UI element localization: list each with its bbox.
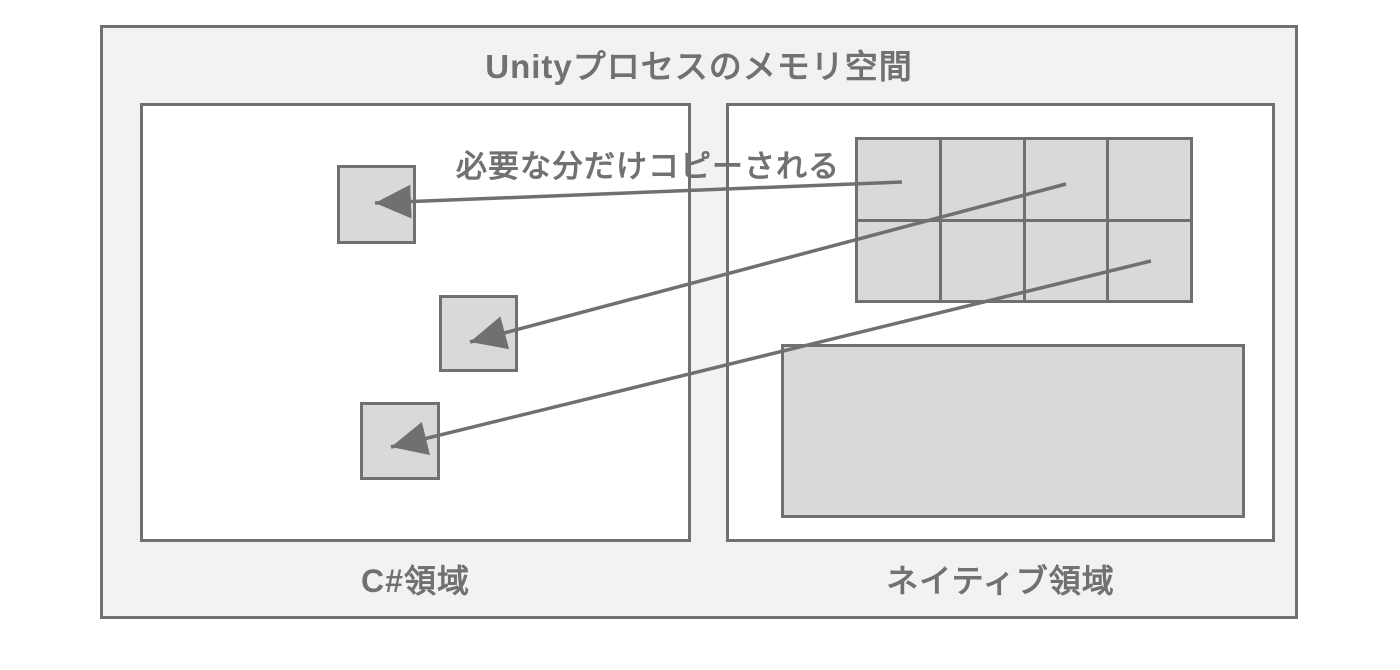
csharp-region-label: C#領域	[361, 563, 470, 599]
native-grid-cell-r2c1	[858, 221, 939, 300]
native-grid-cell-r1c3	[1025, 140, 1107, 219]
native-grid-cell-r1c1	[858, 140, 939, 219]
native-region-label: ネイティブ領域	[886, 563, 1115, 599]
native-large-block	[781, 344, 1245, 518]
native-grid-cell-r2c3	[1025, 221, 1107, 300]
copy-annotation: 必要な分だけコピーされる	[456, 149, 840, 184]
native-grid-cell-r1c4	[1109, 140, 1190, 219]
csharp-square-2	[439, 295, 518, 372]
native-grid-cell-r1c2	[941, 140, 1023, 219]
csharp-square-3	[360, 402, 440, 480]
native-array-grid	[855, 137, 1193, 303]
csharp-square-1	[337, 165, 416, 244]
diagram-title: Unityプロセスのメモリ空間	[485, 48, 913, 85]
native-grid-cell-r2c4	[1109, 221, 1190, 300]
native-grid-cell-r2c2	[941, 221, 1023, 300]
